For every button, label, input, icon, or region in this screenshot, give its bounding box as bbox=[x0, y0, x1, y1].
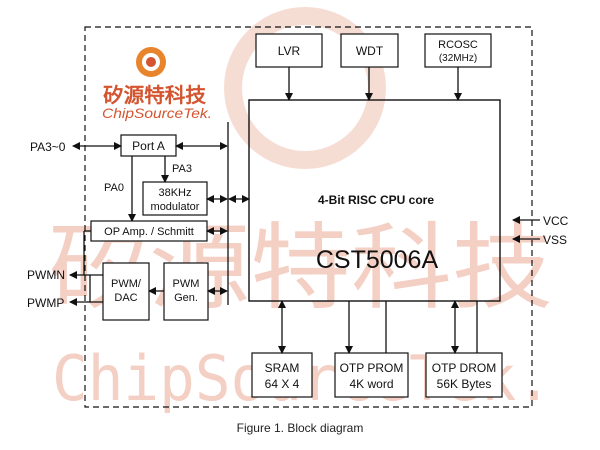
sram-label-line2: 64 X 4 bbox=[265, 377, 300, 391]
modulator-label-line2: modulator bbox=[151, 201, 200, 213]
pwm-dac-label-line2: DAC bbox=[114, 292, 137, 304]
otp-drom-block bbox=[425, 352, 503, 398]
pwm-gen-label-line2: Gen. bbox=[174, 292, 198, 304]
otp-drom-label-line2: 56K Bytes bbox=[437, 377, 492, 391]
otp-prom-label-line2: 4K word bbox=[349, 377, 393, 391]
port-a-label: Port A bbox=[132, 139, 165, 153]
sram-block bbox=[251, 352, 313, 398]
rcosc-label: RCOSC bbox=[438, 39, 478, 51]
chip-name-label: CST5006A bbox=[316, 246, 439, 274]
otp-prom-label-line1: OTP PROM bbox=[340, 361, 404, 375]
figure-caption: Figure 1. Block diagram bbox=[236, 421, 364, 435]
rcosc-freq-label: (32MHz) bbox=[439, 53, 477, 64]
sram-label-line1: SRAM bbox=[265, 361, 300, 375]
op-amp-label: OP Amp. / Schmitt bbox=[104, 226, 194, 238]
vcc-pin-label: VCC bbox=[543, 214, 569, 228]
logo-company-en: ChipSourceTek. bbox=[102, 105, 212, 121]
pwm-dac-block bbox=[102, 262, 150, 321]
wdt-label: WDT bbox=[356, 44, 384, 58]
company-logo: 矽源特科技 ChipSourceTek. bbox=[102, 47, 212, 121]
pwm-dac-label-line1: PWM/ bbox=[111, 278, 142, 290]
lvr-label: LVR bbox=[278, 44, 301, 58]
logo-company-cn: 矽源特科技 bbox=[103, 83, 207, 107]
pwmn-pin-label: PWMN bbox=[27, 268, 65, 282]
modulator-label-line1: 38KHz bbox=[158, 187, 191, 199]
pa3-label: PA3 bbox=[172, 163, 192, 175]
pa0-label: PA0 bbox=[104, 182, 124, 194]
watermark-logo-ring bbox=[224, 7, 386, 169]
pwm-gen-label-line1: PWM bbox=[173, 278, 200, 290]
modulator-block bbox=[142, 181, 208, 216]
otp-drom-label-line1: OTP DROM bbox=[432, 361, 496, 375]
cpu-core-label: 4-Bit RISC CPU core bbox=[318, 193, 434, 207]
vss-pin-label: VSS bbox=[543, 233, 567, 247]
pa3-0-pin-label: PA3~0 bbox=[30, 140, 66, 154]
chip-boundary bbox=[84, 26, 533, 408]
otp-prom-block bbox=[334, 352, 409, 398]
pwmp-pin-label: PWMP bbox=[27, 296, 64, 310]
lvr-block bbox=[255, 33, 323, 68]
